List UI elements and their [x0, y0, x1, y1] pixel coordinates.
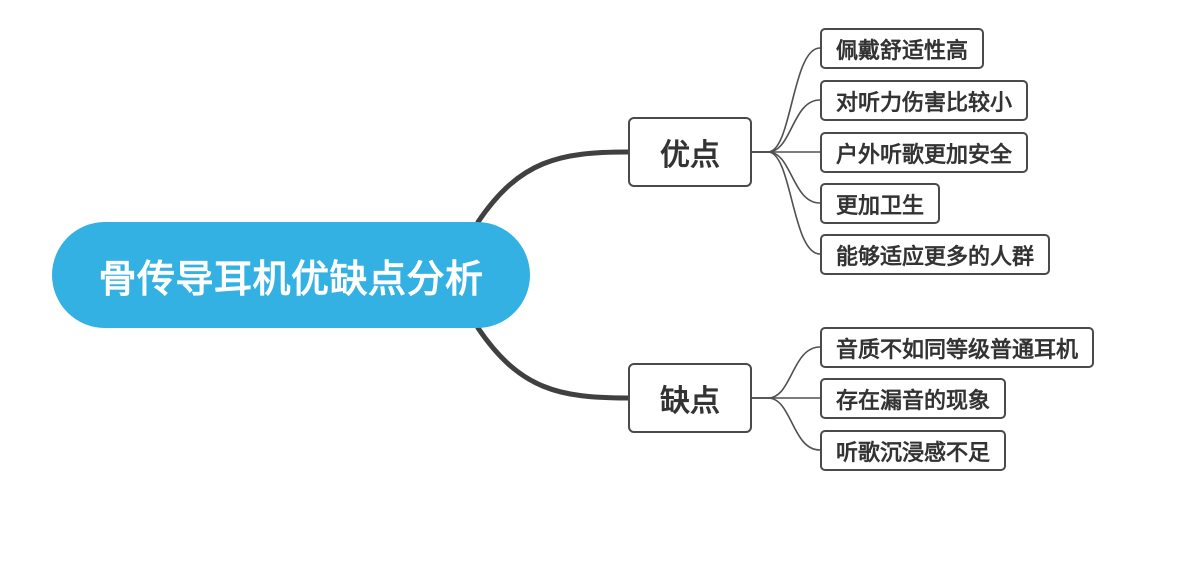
- cons-leaf-sound-leak[interactable]: 存在漏音的现象: [820, 378, 1007, 419]
- branch-cons[interactable]: 缺点: [628, 363, 752, 433]
- branch-pros[interactable]: 优点: [628, 117, 752, 187]
- connector-root-to-pros: [475, 149, 631, 225]
- leaf-label: 听歌沉浸感不足: [836, 440, 991, 466]
- cons-leaf-sound-quality[interactable]: 音质不如同等级普通耳机: [820, 327, 1095, 368]
- leaf-label: 户外听歌更加安全: [836, 142, 1013, 168]
- cons-leaf-immersion[interactable]: 听歌沉浸感不足: [820, 430, 1007, 471]
- pros-leaf-comfort[interactable]: 佩戴舒适性高: [820, 28, 985, 69]
- connector-cons-leaf-1: [752, 346, 821, 399]
- leaf-label: 对听力伤害比较小: [836, 90, 1013, 116]
- root-topic-label: 骨传导耳机优缺点分析: [98, 256, 484, 301]
- leaf-label: 佩戴舒适性高: [836, 38, 969, 64]
- pros-leaf-hearing[interactable]: 对听力伤害比较小: [820, 80, 1029, 121]
- leaf-label: 存在漏音的现象: [836, 388, 991, 414]
- connector-root-to-cons: [475, 325, 631, 401]
- pros-leaf-hygiene[interactable]: 更加卫生: [820, 183, 941, 224]
- leaf-label: 音质不如同等级普通耳机: [836, 337, 1079, 363]
- branch-cons-label: 缺点: [660, 384, 720, 419]
- connector-pros-leaf-5: [752, 151, 821, 255]
- connector-cons-leaf-3: [752, 397, 821, 451]
- pros-leaf-outdoor-safety[interactable]: 户外听歌更加安全: [820, 132, 1029, 173]
- branch-pros-label: 优点: [660, 138, 720, 173]
- pros-leaf-audience[interactable]: 能够适应更多的人群: [820, 234, 1051, 275]
- leaf-label: 能够适应更多的人群: [836, 244, 1035, 270]
- connector-pros-leaf-1: [752, 47, 821, 153]
- leaf-label: 更加卫生: [836, 193, 925, 219]
- root-topic[interactable]: 骨传导耳机优缺点分析: [52, 222, 530, 328]
